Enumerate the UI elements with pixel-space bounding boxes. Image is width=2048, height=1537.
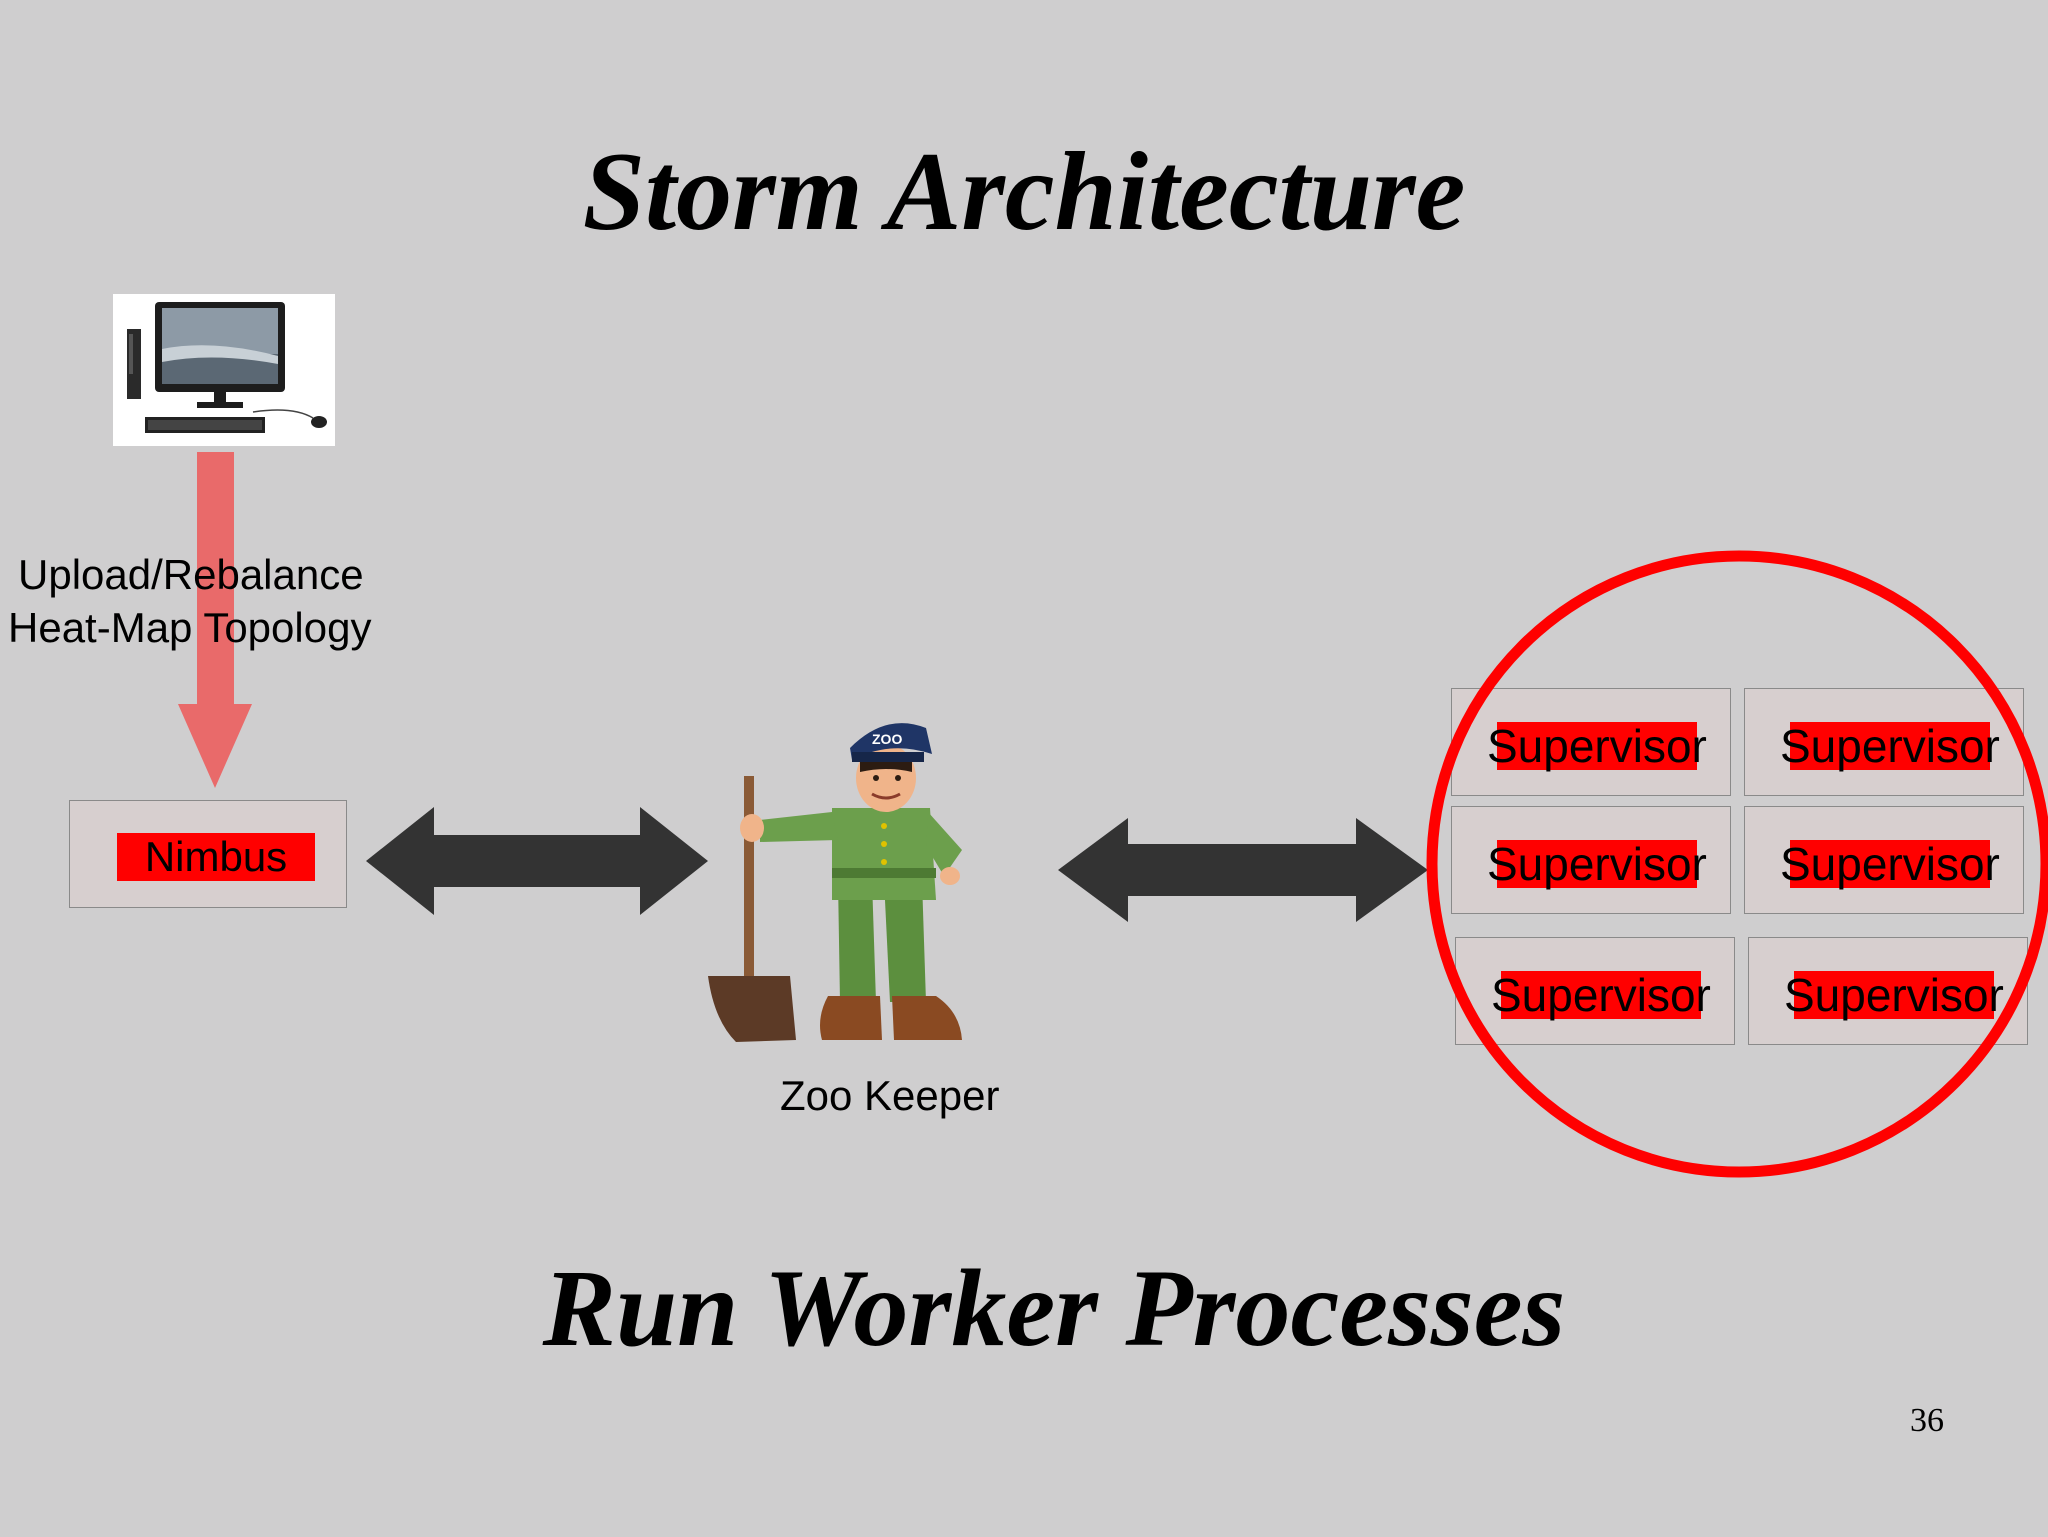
nimbus-zookeeper-arrow — [366, 807, 708, 915]
supervisor-label: Supervisor — [1784, 969, 2004, 1021]
slide-title: Storm Architecture — [582, 130, 1466, 254]
supervisor-label: Supervisor — [1780, 720, 2000, 772]
zookeeper-label: Zoo Keeper — [780, 1072, 1000, 1119]
slide-subtitle: Run Worker Processes — [542, 1247, 1566, 1369]
supervisor-label: Supervisor — [1491, 969, 1711, 1021]
nimbus-label: Nimbus — [117, 833, 315, 881]
supervisor-label: Supervisor — [1487, 720, 1707, 772]
upload-arrow — [178, 452, 252, 788]
upload-label: Upload/Rebalance Heat-Map Topology — [8, 548, 371, 654]
upload-label-line1: Upload/Rebalance — [18, 551, 364, 598]
zookeeper-cap-text: ZOO — [872, 731, 902, 747]
page-number: 36 — [1910, 1402, 1944, 1439]
supervisor-label: Supervisor — [1780, 838, 2000, 890]
zookeeper-supervisors-arrow — [1058, 818, 1428, 922]
computer-icon — [113, 294, 335, 446]
upload-label-line2: Heat-Map Topology — [8, 604, 372, 651]
supervisor-label: Supervisor — [1487, 838, 1707, 890]
zookeeper-icon: ZOO — [708, 723, 962, 1042]
